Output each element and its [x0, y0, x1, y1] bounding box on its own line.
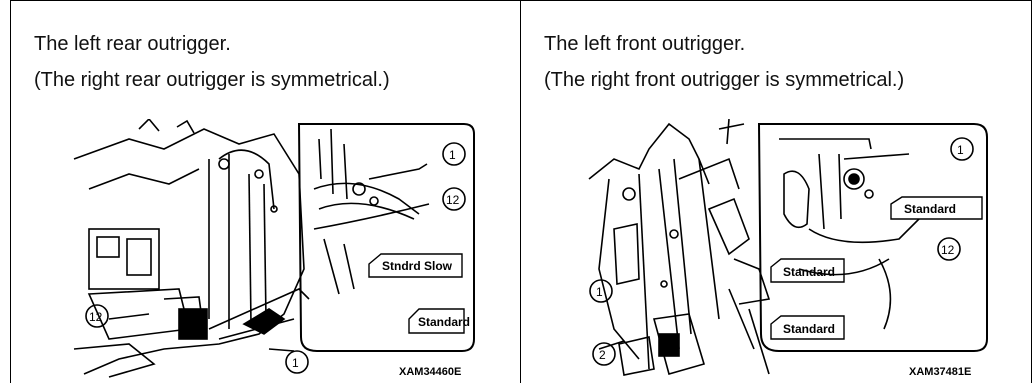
figure-code: XAM34460E: [399, 366, 461, 378]
rear-outrigger-illustration: 1 12 1 12 Stndrd Slow Standard XAM34460E: [73, 119, 475, 378]
tag-standard-mid: Standard: [783, 265, 835, 279]
callout-1-left: 1: [596, 285, 603, 299]
figure-table: The left rear outrigger. (The right rear…: [10, 0, 1032, 383]
callout-12-mid: 12: [446, 193, 460, 207]
left-cell: The left rear outrigger. (The right rear…: [11, 1, 521, 383]
tag-standard: Standard: [418, 315, 470, 329]
callout-12-left: 12: [89, 310, 103, 324]
figure-code: XAM37481E: [909, 366, 971, 378]
right-cell: The left front outrigger. (The right fro…: [521, 1, 1031, 383]
left-title: The left rear outrigger.: [34, 33, 231, 55]
tag-standard-slow: Stndrd Slow: [382, 259, 453, 273]
left-note: (The right rear outrigger is symmetrical…: [34, 69, 390, 91]
tag-standard-bottom: Standard: [783, 322, 835, 336]
callout-1-top: 1: [449, 148, 456, 162]
callout-1-bottom: 1: [292, 356, 299, 370]
callout-1-top: 1: [957, 143, 964, 157]
right-note: (The right front outrigger is symmetrica…: [544, 69, 905, 91]
callout-12-mid: 12: [941, 243, 955, 257]
tag-standard-top: Standard: [904, 202, 956, 216]
right-title: The left front outrigger.: [544, 33, 746, 55]
callout-2-left: 2: [599, 348, 606, 362]
front-outrigger-illustration: 1 12 1 2 Standard Standard Standard XAM3…: [588, 119, 988, 378]
